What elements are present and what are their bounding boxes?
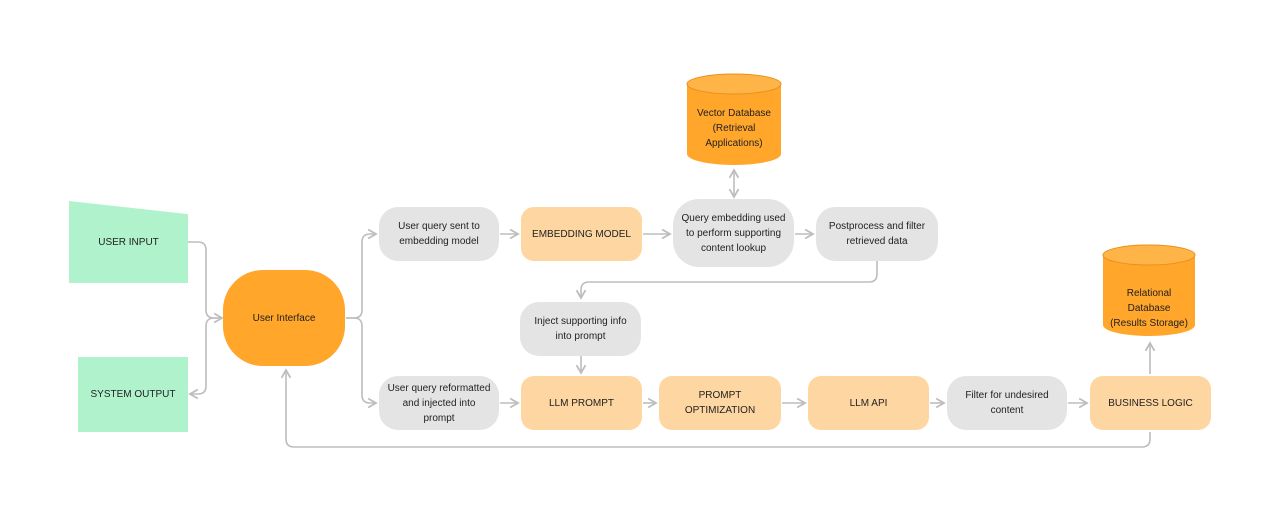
embedding-model-label: EMBEDDING MODEL bbox=[532, 228, 631, 240]
edge-ui-to-query-reformatted bbox=[346, 317, 378, 409]
query-embedding-lookup-label: Query embedding used to perform supporti… bbox=[681, 212, 786, 254]
edge-ui-to-query-embedding bbox=[346, 228, 378, 319]
prompt-optimization-node: PROMPT OPTIMIZATION bbox=[659, 376, 781, 430]
inject-supporting-info-node: Inject supporting info into prompt bbox=[520, 302, 641, 356]
relational-database-cylinder-icon bbox=[1102, 244, 1196, 336]
business-logic-node: BUSINESS LOGIC bbox=[1090, 376, 1211, 430]
edge-postprocess-to-inject bbox=[575, 260, 878, 300]
embedding-model-node: EMBEDDING MODEL bbox=[521, 207, 642, 261]
system-output-node: SYSTEM OUTPUT bbox=[78, 357, 188, 432]
filter-undesired-node: Filter for undesired content bbox=[947, 376, 1067, 430]
vector-database-label: Vector Database (Retrieval Applications) bbox=[697, 108, 771, 149]
llm-api-node: LLM API bbox=[808, 376, 929, 430]
user-interface-node: User Interface bbox=[223, 270, 345, 366]
edge-business-logic-to-ui bbox=[280, 368, 1151, 448]
query-to-embedding-node: User query sent to embedding model bbox=[379, 207, 499, 261]
filter-undesired-label: Filter for undesired content bbox=[965, 390, 1049, 416]
query-to-embedding-label: User query sent to embedding model bbox=[398, 221, 480, 247]
user-input-label: USER INPUT bbox=[98, 236, 159, 248]
llm-prompt-node: LLM PROMPT bbox=[521, 376, 642, 430]
edge-ui-to-output bbox=[188, 317, 222, 400]
user-interface-label: User Interface bbox=[252, 312, 316, 324]
relational-database-node: Relational Database (Results Storage) bbox=[1102, 244, 1196, 338]
query-embedding-lookup-node: Query embedding used to perform supporti… bbox=[673, 199, 794, 267]
vector-database-node: Vector Database (Retrieval Applications) bbox=[686, 73, 782, 167]
inject-supporting-info-label: Inject supporting info into prompt bbox=[534, 316, 627, 342]
postprocess-filter-node: Postprocess and filter retrieved data bbox=[816, 207, 938, 261]
business-logic-label: BUSINESS LOGIC bbox=[1108, 397, 1193, 409]
postprocess-filter-label: Postprocess and filter retrieved data bbox=[828, 221, 926, 247]
llm-prompt-label: LLM PROMPT bbox=[548, 397, 614, 409]
user-input-node: USER INPUT bbox=[69, 201, 188, 283]
prompt-optimization-label: PROMPT OPTIMIZATION bbox=[684, 390, 756, 416]
vector-database-cylinder-icon bbox=[686, 73, 782, 165]
system-output-label: SYSTEM OUTPUT bbox=[90, 389, 176, 400]
llm-api-label: LLM API bbox=[849, 397, 888, 409]
query-reformatted-node: User query reformatted and injected into… bbox=[379, 376, 499, 430]
relational-database-label: Relational Database (Results Storage) bbox=[1110, 288, 1188, 329]
query-reformatted-label: User query reformatted and injected into… bbox=[387, 382, 491, 424]
edge-input-to-ui bbox=[188, 241, 224, 324]
